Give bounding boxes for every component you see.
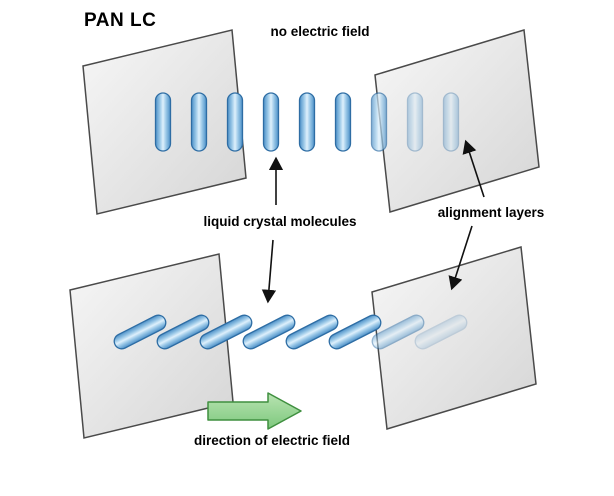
lc-molecule-tilted [328, 314, 382, 350]
lc-molecule-tilted [414, 314, 468, 350]
alignment-layers-label: alignment layers [437, 205, 545, 220]
annotation-arrows [261, 139, 485, 304]
lc-molecule-tilted [242, 314, 296, 350]
electric-field-arrow [207, 392, 302, 430]
lc-molecule-tilted [156, 314, 210, 350]
lc-molecule-vertical [406, 92, 424, 152]
no-field-label: no electric field [270, 24, 370, 39]
lc-molecule-vertical [370, 92, 388, 152]
lc-molecule-vertical [154, 92, 172, 152]
lc-molecule-tilted [199, 314, 253, 350]
no-field-panel [82, 29, 540, 215]
diagram-title: PAN LC [84, 10, 157, 31]
lc-molecule-tilted [371, 314, 425, 350]
lc-molecule-vertical [334, 92, 352, 152]
lc-molecule-vertical [262, 92, 280, 152]
lc-molecule-tilted [113, 314, 167, 350]
molecules-label: liquid crystal molecules [203, 214, 357, 229]
lc-molecule-vertical [442, 92, 460, 152]
arrow-to-top-alignment-layer [462, 139, 485, 198]
top-molecules [154, 92, 460, 152]
lc-molecule-vertical [298, 92, 316, 152]
bottom-molecules [113, 314, 468, 350]
lc-molecule-tilted [285, 314, 339, 350]
arrow-to-bottom-molecules [261, 239, 277, 304]
lc-molecule-vertical [226, 92, 244, 152]
lc-molecule-vertical [190, 92, 208, 152]
field-direction-label: direction of electric field [193, 433, 351, 448]
field-panel [69, 246, 537, 439]
arrow-to-bottom-alignment-layer [448, 225, 473, 291]
alignment-layer-bottom-right [371, 246, 537, 430]
